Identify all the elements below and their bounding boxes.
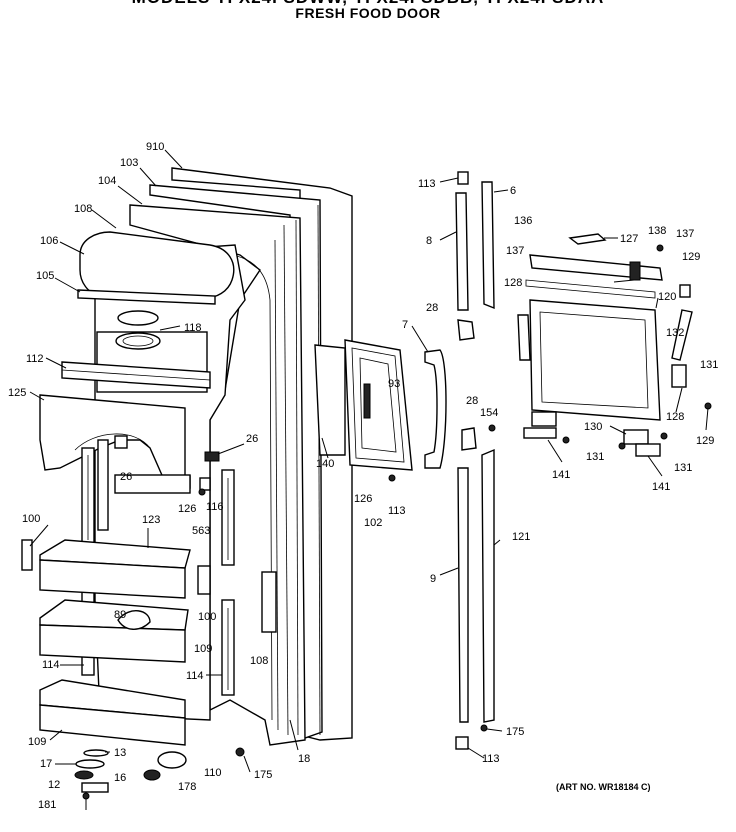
part-label: 16 xyxy=(114,772,126,784)
part-label: 28 xyxy=(426,302,438,314)
part-label: 178 xyxy=(178,781,196,793)
part-label: 126 xyxy=(354,493,372,505)
part-label: 113 xyxy=(388,505,406,517)
hinge-small-parts xyxy=(74,571,277,810)
door-bins xyxy=(21,539,211,746)
part-label: 131 xyxy=(674,462,692,474)
part-label: 131 xyxy=(700,359,718,371)
part-label: 105 xyxy=(36,270,54,282)
part-label: 102 xyxy=(364,517,382,529)
part-label: 100 xyxy=(198,611,216,623)
part-label: 154 xyxy=(480,407,498,419)
part-label: 140 xyxy=(316,458,334,470)
part-label: 175 xyxy=(506,726,524,738)
part-label: 28 xyxy=(466,395,478,407)
shelf-rail xyxy=(39,361,211,483)
part-label: 131 xyxy=(586,451,604,463)
part-label: 128 xyxy=(666,411,684,423)
door-handle xyxy=(424,349,447,469)
part-label: 138 xyxy=(648,225,666,237)
part-label: 17 xyxy=(40,758,52,770)
part-labels: 910 103 104 108 106 105 118 112 125 26 2… xyxy=(8,141,718,811)
part-label: 26 xyxy=(246,433,258,445)
part-label: 8 xyxy=(426,235,432,247)
guard-rings xyxy=(115,310,161,350)
part-label: 18 xyxy=(298,753,310,765)
part-label: 93 xyxy=(388,378,400,390)
part-label: 103 xyxy=(120,157,138,169)
part-label: 127 xyxy=(620,233,638,245)
part-label: 6 xyxy=(510,185,516,197)
part-label: 910 xyxy=(146,141,164,153)
part-label: 121 xyxy=(512,531,530,543)
part-label: 7 xyxy=(402,319,408,331)
part-label: 137 xyxy=(506,245,524,257)
part-label: 125 xyxy=(8,387,26,399)
part-label: 13 xyxy=(114,747,126,759)
part-label: 106 xyxy=(40,235,58,247)
dairy-door xyxy=(77,231,235,305)
part-label: 141 xyxy=(552,469,570,481)
part-label: 113 xyxy=(418,178,436,190)
art-number: (ART NO. WR18184 C) xyxy=(556,782,651,792)
part-label: 108 xyxy=(250,655,268,667)
part-label: 132 xyxy=(666,327,684,339)
part-label: 108 xyxy=(74,203,92,215)
part-label: 12 xyxy=(48,779,60,791)
part-label: 120 xyxy=(658,291,676,303)
part-label: 137 xyxy=(676,228,694,240)
part-label: 113 xyxy=(482,753,500,765)
part-label: 109 xyxy=(28,736,46,748)
part-label: 112 xyxy=(26,353,44,365)
diagram-title: FRESH FOOD DOOR xyxy=(295,5,441,21)
part-label: 89 xyxy=(114,609,126,621)
dispenser-gasket xyxy=(314,339,413,482)
part-label: 114 xyxy=(42,659,60,671)
part-label: 110 xyxy=(204,767,222,779)
models-heading: MODELS TFX24FSDWW, TFX24FSDBB, TFX24FSDA… xyxy=(0,0,736,8)
part-label: 100 xyxy=(22,513,40,525)
small-clips xyxy=(114,435,220,496)
part-label: 181 xyxy=(38,799,56,811)
part-label: 116 xyxy=(206,501,224,513)
dispenser-door-assembly xyxy=(517,233,712,457)
part-label: 118 xyxy=(184,322,202,334)
part-label: 123 xyxy=(142,514,160,526)
part-label: 129 xyxy=(682,251,700,263)
part-label: 26 xyxy=(120,471,132,483)
part-label: 128 xyxy=(504,277,522,289)
trim-strips xyxy=(455,171,496,750)
part-label: 141 xyxy=(652,481,670,493)
part-label: 129 xyxy=(696,435,714,447)
part-label: 130 xyxy=(584,421,602,433)
part-label: 136 xyxy=(514,215,532,227)
part-label: 563 xyxy=(192,525,210,537)
part-label: 9 xyxy=(430,573,436,585)
part-label: 126 xyxy=(178,503,196,515)
part-label: 175 xyxy=(254,769,272,781)
leader-lines xyxy=(29,149,709,773)
part-label: 109 xyxy=(194,643,212,655)
part-label: 114 xyxy=(186,670,204,682)
part-label: 104 xyxy=(98,175,116,187)
